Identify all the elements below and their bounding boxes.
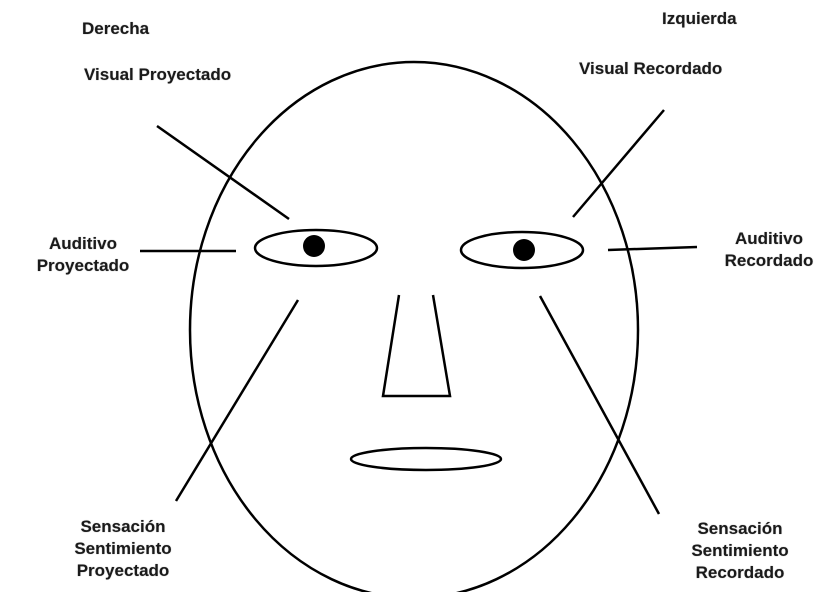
- left-pupil: [513, 239, 535, 261]
- line-visual-projected: [156, 124, 290, 221]
- label-auditory-remembered-line-2: Recordado: [724, 251, 814, 270]
- label-feeling-projected: Sensación Sentimiento Proyectado: [42, 516, 204, 582]
- mouth: [349, 446, 503, 472]
- right-eye: [253, 228, 379, 268]
- label-visual-remembered: Visual Recordado: [579, 59, 723, 78]
- label-feeling-remembered: Sensación Sentimiento Recordado: [660, 518, 820, 584]
- nose: [381, 294, 452, 398]
- line-auditory-remembered: [607, 245, 698, 252]
- label-feeling-remembered-line-3: Recordado: [695, 563, 785, 582]
- label-feeling-remembered-line-2: Sentimiento: [691, 541, 789, 560]
- label-visual-projected: Visual Proyectado: [84, 65, 232, 84]
- label-auditory-remembered: Auditivo Recordado: [706, 228, 832, 272]
- label-left-side: Izquierda: [662, 9, 737, 28]
- label-feeling-projected-line-1: Sensación: [80, 517, 166, 536]
- label-auditory-projected: Auditivo Proyectado: [22, 233, 144, 277]
- label-auditory-remembered-line-1: Auditivo: [735, 229, 803, 248]
- label-auditory-projected-line-2: Proyectado: [36, 256, 130, 275]
- right-pupil: [303, 235, 325, 257]
- label-feeling-projected-line-3: Proyectado: [76, 561, 170, 580]
- line-visual-remembered: [572, 109, 665, 218]
- face-outline: [188, 60, 640, 592]
- line-feeling-projected: [174, 299, 300, 502]
- label-right-side: Derecha: [82, 19, 150, 38]
- line-feeling-remembered: [538, 295, 661, 515]
- label-feeling-remembered-line-1: Sensación: [697, 519, 783, 538]
- label-auditory-projected-line-1: Auditivo: [49, 234, 117, 253]
- left-eye: [459, 230, 585, 270]
- label-feeling-projected-line-2: Sentimiento: [74, 539, 172, 558]
